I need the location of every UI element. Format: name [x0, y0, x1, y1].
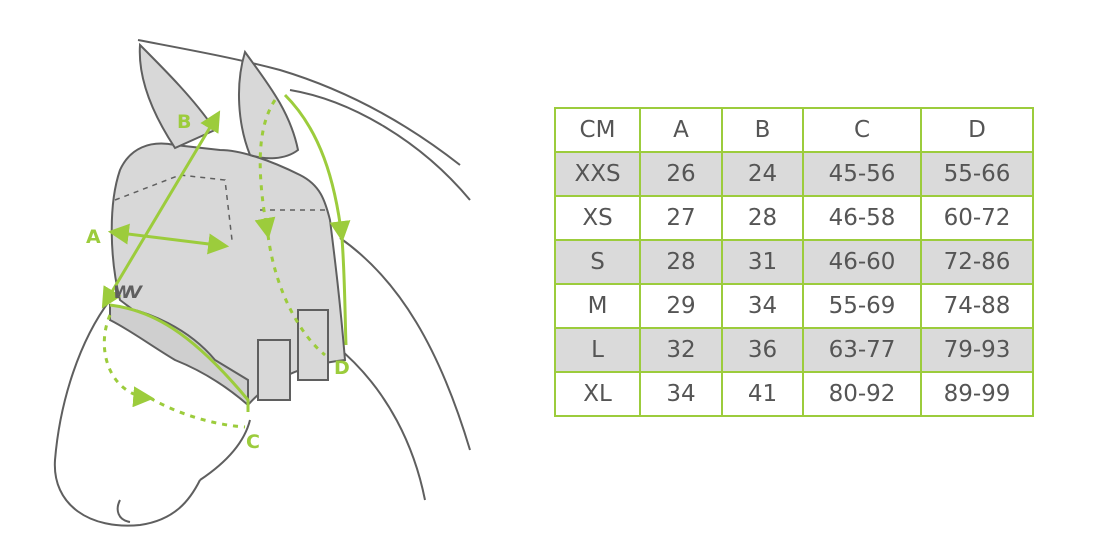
table-header-row: CM A B C D — [554, 107, 1034, 153]
brand-logo: WV — [113, 283, 144, 303]
value-cell: 74-88 — [920, 283, 1034, 329]
value-cell: 31 — [721, 239, 804, 285]
value-cell: 55-69 — [802, 283, 922, 329]
size-cell: M — [554, 283, 641, 329]
size-table: CM A B C D XXS 26 24 45-56 55-66 XS 27 2… — [554, 107, 1034, 417]
value-cell: 45-56 — [802, 151, 922, 197]
table-row: L 32 36 63-77 79-93 — [554, 327, 1034, 373]
value-cell: 29 — [639, 283, 723, 329]
value-cell: 28 — [721, 195, 804, 241]
velcro-straps — [257, 309, 329, 401]
size-cell: XL — [554, 371, 641, 417]
header-cm: CM — [554, 107, 641, 153]
right-ear — [238, 49, 300, 160]
table-row: XL 34 41 80-92 89-99 — [554, 371, 1034, 417]
size-cell: S — [554, 239, 641, 285]
value-cell: 36 — [721, 327, 804, 373]
size-cell: XS — [554, 195, 641, 241]
value-cell: 89-99 — [920, 371, 1034, 417]
table-row: XXS 26 24 45-56 55-66 — [554, 151, 1034, 197]
label-b: B — [177, 111, 191, 133]
nose-band — [109, 303, 249, 408]
value-cell: 72-86 — [920, 239, 1034, 285]
size-cell: XXS — [554, 151, 641, 197]
value-cell: 46-60 — [802, 239, 922, 285]
value-cell: 63-77 — [802, 327, 922, 373]
value-cell: 80-92 — [802, 371, 922, 417]
value-cell: 34 — [639, 371, 723, 417]
header-a: A — [639, 107, 723, 153]
value-cell: 55-66 — [920, 151, 1034, 197]
label-c: C — [246, 431, 260, 453]
value-cell: 41 — [721, 371, 804, 417]
table-row: S 28 31 46-60 72-86 — [554, 239, 1034, 285]
table-row: M 29 34 55-69 74-88 — [554, 283, 1034, 329]
measurement-lines — [101, 93, 351, 412]
horse-head-outline — [53, 39, 471, 527]
header-b: B — [721, 107, 804, 153]
horse-mask-diagram: WV A B C D — [53, 39, 471, 527]
value-cell: 60-72 — [920, 195, 1034, 241]
header-d: D — [920, 107, 1034, 153]
value-cell: 34 — [721, 283, 804, 329]
value-cell: 28 — [639, 239, 723, 285]
label-d: D — [334, 357, 350, 379]
label-a: A — [86, 226, 101, 248]
measurement-dashed-lines — [102, 99, 326, 429]
value-cell: 46-58 — [802, 195, 922, 241]
value-cell: 24 — [721, 151, 804, 197]
table-row: XS 27 28 46-58 60-72 — [554, 195, 1034, 241]
header-c: C — [802, 107, 922, 153]
size-cell: L — [554, 327, 641, 373]
value-cell: 32 — [639, 327, 723, 373]
value-cell: 26 — [639, 151, 723, 197]
value-cell: 79-93 — [920, 327, 1034, 373]
value-cell: 27 — [639, 195, 723, 241]
